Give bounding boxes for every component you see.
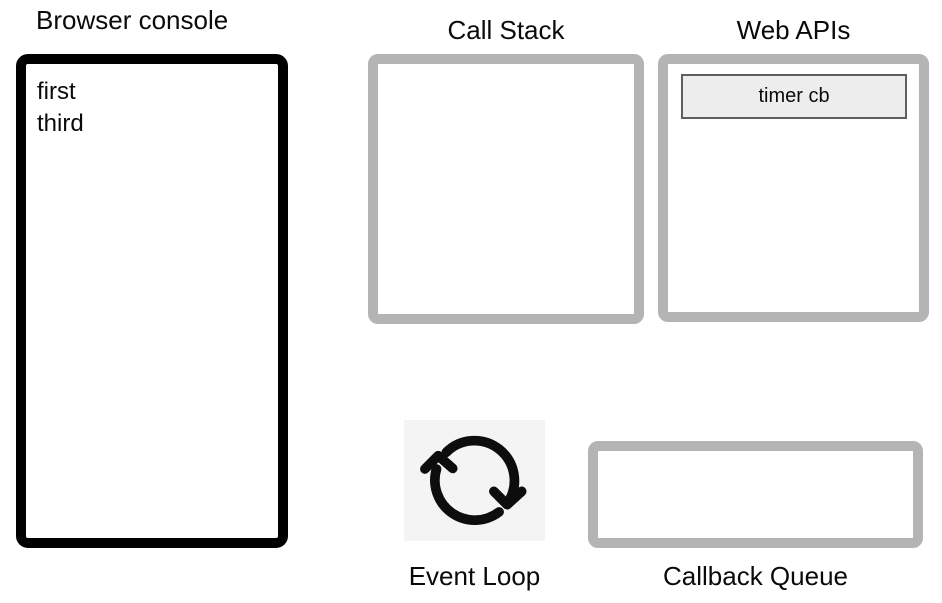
event-loop-label: Event Loop bbox=[408, 561, 541, 591]
cycle-arrows-icon bbox=[420, 435, 527, 525]
call-stack-box bbox=[368, 54, 644, 324]
browser-console-box: first third bbox=[16, 54, 288, 548]
event-loop-icon-container bbox=[404, 420, 545, 541]
callback-queue-box bbox=[588, 441, 923, 548]
console-log-line-1: first bbox=[37, 78, 76, 105]
web-apis-title: Web APIs bbox=[736, 15, 851, 45]
timer-callback-chip: timer cb bbox=[681, 74, 907, 119]
callback-queue-label: Callback Queue bbox=[663, 561, 848, 591]
web-apis-box: timer cb bbox=[658, 54, 929, 322]
console-log-line-2: third bbox=[37, 110, 84, 137]
browser-console-title: Browser console bbox=[36, 5, 229, 35]
call-stack-title: Call Stack bbox=[447, 15, 565, 45]
